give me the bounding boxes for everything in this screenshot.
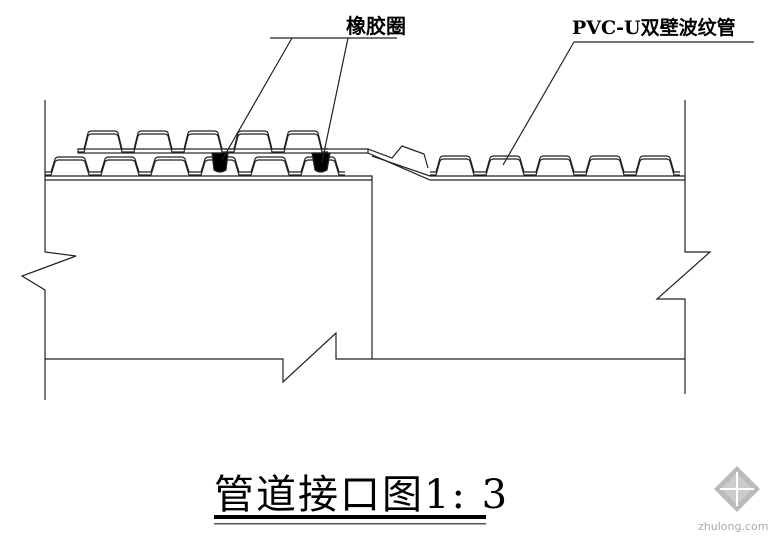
pipe-label: PVC-U双壁波纹管	[572, 17, 736, 39]
watermark-text: zhulong.com	[698, 520, 769, 533]
socket-corrugation	[78, 130, 328, 150]
left-pipe-inner-wall	[45, 175, 373, 359]
pipe-bottom-line	[45, 331, 685, 384]
watermark-logo	[712, 464, 762, 514]
title-underline-thick	[214, 515, 486, 519]
logo-icon	[714, 466, 760, 512]
right-pipe-break-edge	[655, 100, 712, 394]
right-pipe-corrugation	[430, 155, 680, 173]
leader-line-ring-1	[221, 37, 293, 161]
title-underline-thin	[214, 523, 486, 525]
rubber-ring-2	[311, 152, 331, 173]
rubber-ring-1	[211, 152, 229, 173]
left-pipe-break-edge	[20, 100, 77, 400]
leader-line-pipe	[502, 41, 575, 166]
rubber-ring-label: 橡胶圈	[346, 14, 406, 38]
socket-bell-corrugation	[367, 145, 429, 169]
drawing-title: 管道接口图1: 3	[214, 472, 510, 518]
left-pipe-corrugation-inner	[45, 159, 345, 176]
right-pipe-corrugation-inner	[430, 158, 680, 176]
right-pipe-wall-line	[371, 155, 685, 177]
left-pipe-corrugation	[45, 156, 345, 173]
leader-line-ring-2	[321, 37, 349, 163]
socket-corrugation-inner	[78, 133, 328, 153]
